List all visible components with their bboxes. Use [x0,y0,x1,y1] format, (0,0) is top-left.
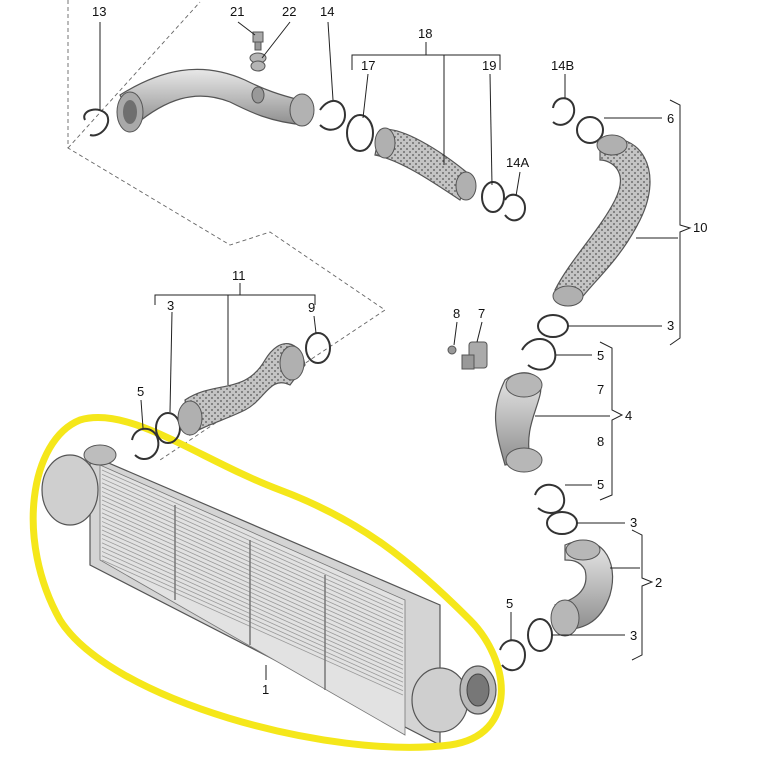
clamp-5-lower [534,483,566,514]
fin-line [101,503,404,640]
o-ring-3-upper [537,314,569,338]
callout-3-lower: 3 [630,628,637,643]
sensor-7-8 [447,341,488,370]
callout-8-sensor: 8 [453,306,460,321]
fin-line [101,495,404,632]
highlight-ellipse [29,413,505,751]
hose-2 [550,539,614,637]
fin-line [101,491,404,627]
intercooler-radiator [41,444,497,746]
fin-line [101,482,404,619]
callout-5-upper: 5 [597,348,604,363]
fin-line [101,486,404,623]
fin-line [101,508,404,644]
callout-3-upper: 3 [667,318,674,333]
fin-line [101,521,404,657]
o-ring-9 [305,332,331,364]
callout-3-mid: 3 [630,515,637,530]
o-ring-3-lower [527,618,553,652]
clamp-5-upper [521,338,557,371]
callout-5-bottom: 5 [506,596,513,611]
callout-13: 13 [92,4,106,19]
callout-7: 7 [597,382,604,397]
fin-line [101,559,404,696]
fin-line [101,525,404,662]
fin-line [101,551,404,687]
callout-17: 17 [361,58,375,73]
pipe-4 [495,372,543,473]
callout-9: 9 [308,300,315,315]
callout-21: 21 [230,4,244,19]
fin-line [101,555,404,692]
o-ring-19 [481,181,505,213]
clamp-14a [504,193,527,222]
callout-22: 22 [282,4,296,19]
callout-3-left: 3 [167,298,174,313]
callout-14b: 14B [551,58,574,73]
fin-line [101,512,404,649]
dashed-assembly-outline [67,0,386,461]
callout-14: 14 [320,4,334,19]
leader-lines [99,21,692,680]
fin-line [101,546,404,683]
callout-10: 10 [693,220,707,235]
fin-line [101,529,404,666]
o-ring-17 [346,114,374,152]
callout-5-left: 5 [137,384,144,399]
callout-labels: 13 21 22 14 18 17 19 14B 14A 6 10 3 11 3… [92,4,707,697]
fin-line [101,473,404,610]
upper-charge-pipe [116,68,315,133]
clamp-14b [552,97,576,126]
callout-11: 11 [232,268,246,283]
o-ring-6 [576,116,604,144]
fin-line [101,469,404,606]
callout-7-sensor: 7 [478,306,485,321]
callout-1: 1 [262,682,269,697]
callout-8: 8 [597,434,604,449]
callout-19: 19 [482,58,496,73]
hose-18 [374,127,477,201]
fin-line [101,478,404,614]
hose-10 [552,134,651,307]
fin-line [101,516,404,653]
clamp-5-left [131,427,160,460]
clamp-14 [319,100,347,131]
callout-14a: 14A [506,155,529,170]
callout-2: 2 [655,575,662,590]
callout-4: 4 [625,408,632,423]
o-ring-3-mid [546,511,578,535]
bolt-and-grommet [249,31,267,72]
fin-line [101,538,404,674]
hose-11 [177,342,306,437]
fin-line [101,542,404,679]
callout-6: 6 [667,111,674,126]
callout-18: 18 [418,26,432,41]
callout-5-lower: 5 [597,477,604,492]
clamp-5-bottom [499,639,527,672]
cooler-fins [101,469,404,696]
clamp-13 [83,108,110,137]
fin-line [101,499,404,636]
fin-line [101,533,404,670]
